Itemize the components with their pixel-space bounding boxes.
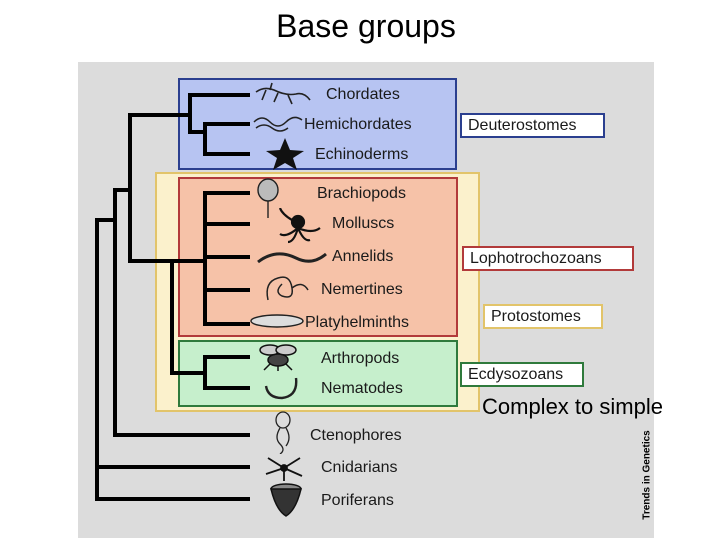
taxon-nemertines: Nemertines <box>321 281 403 298</box>
lizard-icon <box>255 82 311 105</box>
brachiopod-icon <box>257 178 279 218</box>
taxon-nematodes: Nematodes <box>321 380 403 397</box>
taxon-chordates: Chordates <box>326 86 400 103</box>
cnidarian-icon <box>265 457 303 481</box>
worm-icon <box>253 116 303 132</box>
ctenophore-icon <box>275 411 291 454</box>
ecdysozoans-box <box>178 340 458 407</box>
taxon-ctenophores: Ctenophores <box>310 427 402 444</box>
label-protostomes: Protostomes <box>483 304 603 329</box>
taxon-annelids: Annelids <box>332 248 394 265</box>
taxon-brachiopods: Brachiopods <box>317 185 406 202</box>
journal-credit-text: Trends in Genetics <box>641 430 653 520</box>
journal-credit: Trends in Genetics <box>640 430 654 520</box>
nemertine-icon <box>266 276 309 301</box>
taxon-poriferans: Poriferans <box>321 492 394 509</box>
annelid-icon <box>257 252 327 264</box>
complex-to-simple-note: Complex to simple <box>482 394 663 419</box>
taxon-hemichordates: Hemichordates <box>304 116 412 133</box>
taxon-echinoderms: Echinoderms <box>315 146 409 163</box>
sponge-icon <box>270 483 302 517</box>
taxon-arthropods: Arthropods <box>321 350 400 367</box>
label-lophotrochozoans: Lophotrochozoans <box>462 246 634 271</box>
starfish-icon <box>266 138 304 170</box>
taxon-platyhelminths: Platyhelminths <box>305 314 410 331</box>
slide-title: Base groups <box>276 8 456 44</box>
label-ecdysozoans: Ecdysozoans <box>460 362 584 387</box>
octopus-icon <box>278 208 321 244</box>
taxon-molluscs: Molluscs <box>332 215 395 232</box>
nematode-icon <box>264 377 298 400</box>
fly-icon <box>259 344 297 371</box>
label-deuterostomes: Deuterostomes <box>460 113 605 138</box>
flatworm-icon <box>250 314 304 328</box>
taxon-cnidarians: Cnidarians <box>321 459 398 476</box>
